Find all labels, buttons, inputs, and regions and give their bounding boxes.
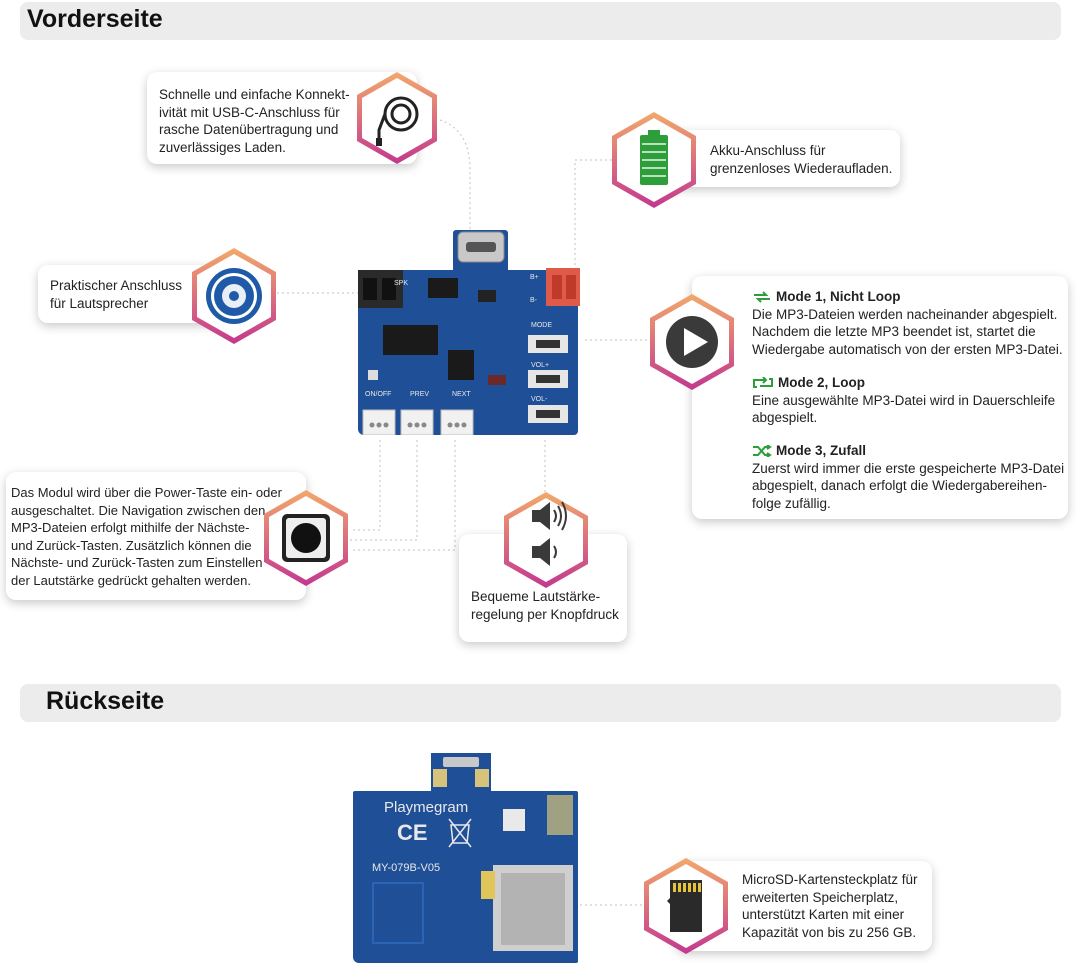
power-callout: Das Modul wird über die Power-Taste ein-… — [6, 472, 306, 600]
mode-1: Mode 1, Nicht Loop Die MP3-Dateien werde… — [752, 288, 1063, 358]
push-button-icon — [264, 490, 348, 586]
mode-1-text: Die MP3-Dateien werden nacheinander abge… — [752, 306, 1063, 357]
microsd-card-icon — [644, 858, 728, 954]
pcb-label-prev: PREV — [410, 391, 430, 398]
pcb-back-image — [353, 753, 578, 963]
repeat-icon — [753, 376, 773, 388]
microsd-text: MicroSD-Kartensteckplatz für erweiterten… — [742, 872, 918, 940]
mode-3: Mode 3, Zufall Zuerst wird immer die ers… — [752, 442, 1064, 512]
pcb-label-on-off: ON/OFF — [365, 391, 392, 398]
mode-2-title: Mode 2, Loop — [778, 375, 865, 390]
mode-1-title: Mode 1, Nicht Loop — [776, 289, 901, 304]
volume-text: Bequeme Lautstärke- regelung per Knopfdr… — [471, 589, 619, 622]
mode-3-text: Zuerst wird immer die erste gespeicherte… — [752, 460, 1065, 511]
repeat-off-icon — [754, 291, 770, 303]
usb-cable-icon — [357, 72, 437, 164]
speaker-icon — [192, 248, 276, 344]
pcb-label-spk: SPK — [394, 280, 409, 287]
back-section-bar — [20, 684, 1061, 722]
pcb-label-vol-plus: VOL+ — [531, 362, 550, 369]
front-section-title: Vorderseite — [27, 5, 163, 33]
modes-callout: Mode 1, Nicht Loop Die MP3-Dateien werde… — [692, 276, 1068, 519]
front-section-bar — [20, 2, 1061, 40]
back-brand: Playmegram — [384, 799, 469, 816]
mode-2-text: Eine ausgewählte MP3-Datei wird in Dauer… — [752, 392, 1056, 426]
pcb-label-b-minus: B- — [530, 297, 537, 304]
volume-icon — [504, 492, 588, 588]
battery-text: Akku-Anschluss für grenzenloses Wiederau… — [710, 143, 893, 176]
back-section-title: Rückseite — [46, 687, 165, 715]
battery-icon — [612, 112, 696, 208]
pcb-label-vol-minus: VOL- — [531, 396, 548, 403]
pcb-front-image — [358, 230, 580, 435]
back-ce-mark: CE — [397, 820, 428, 845]
mode-2: Mode 2, Loop Eine ausgewählte MP3-Datei … — [752, 374, 1055, 427]
shuffle-icon — [753, 444, 772, 457]
pcb-label-mode: MODE — [531, 322, 552, 329]
usb-c-text: Schnelle und einfache Konnekt- ivität mi… — [159, 87, 350, 155]
power-text: Das Modul wird über die Power-Taste ein-… — [11, 485, 282, 588]
speaker-text: Praktischer Anschluss für Lautsprecher — [50, 278, 183, 311]
play-icon — [650, 294, 734, 390]
pcb-label-b-plus: B+ — [530, 274, 539, 281]
mode-3-title: Mode 3, Zufall — [776, 443, 867, 458]
back-model: MY-079B-V05 — [372, 862, 441, 874]
pcb-label-next: NEXT — [452, 391, 471, 398]
